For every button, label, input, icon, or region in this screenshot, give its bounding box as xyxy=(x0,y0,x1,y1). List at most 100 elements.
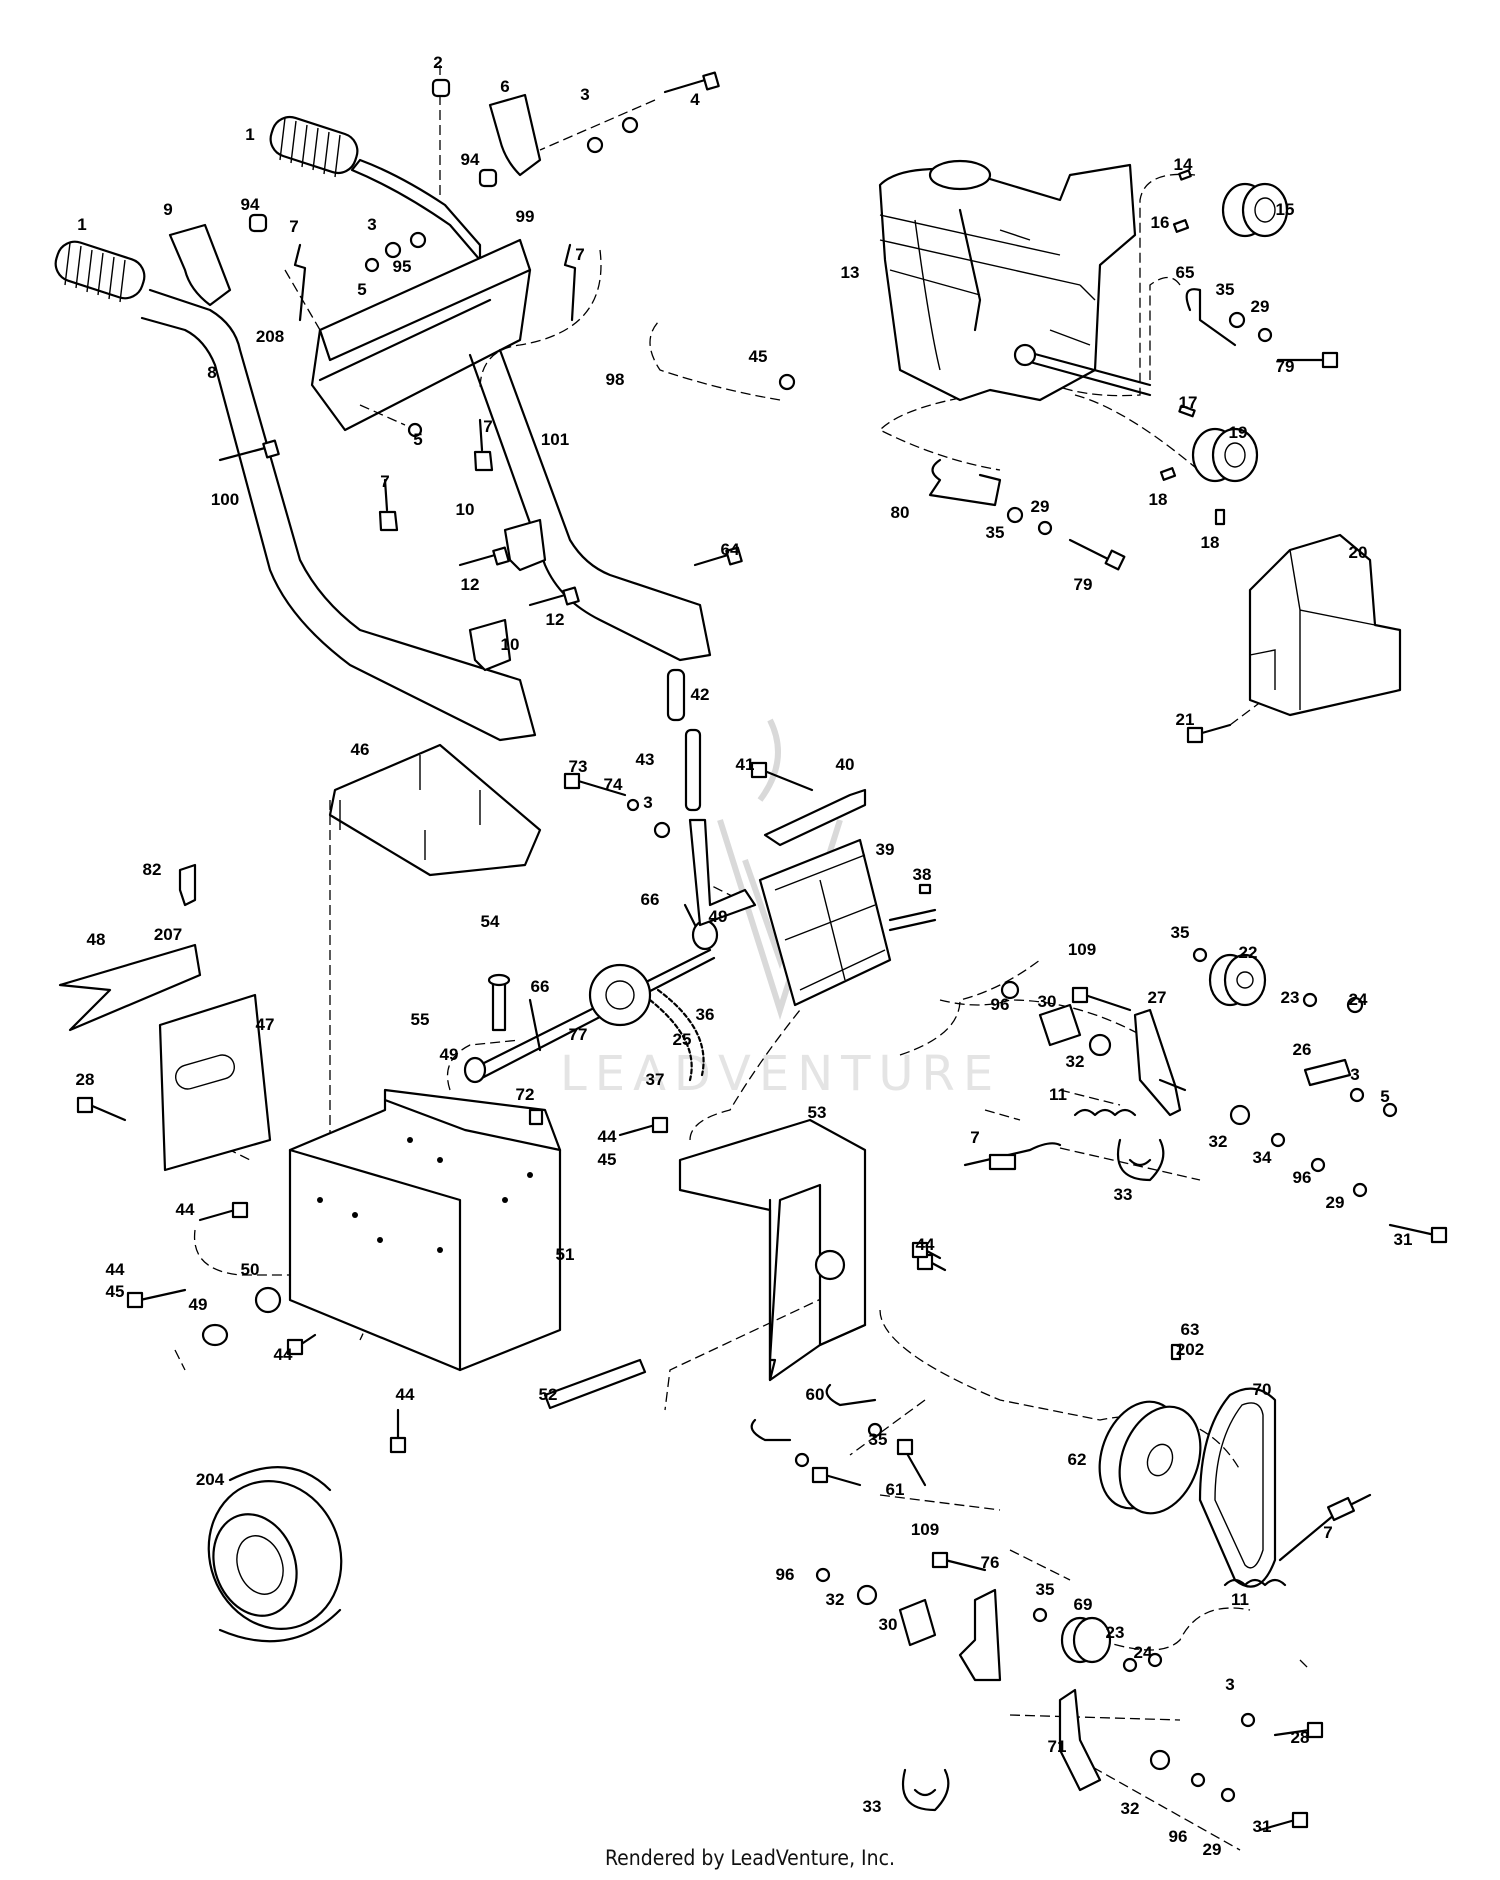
bolt-icon xyxy=(563,772,627,797)
callout-label: 77 xyxy=(569,1025,588,1044)
washer-icon xyxy=(1240,1712,1256,1728)
washer-icon xyxy=(1122,1657,1138,1673)
nut-icon xyxy=(364,257,380,273)
callout-label: 32 xyxy=(1209,1132,1228,1151)
callout-label: 44 xyxy=(916,1235,935,1254)
washer-icon xyxy=(463,1056,487,1084)
washer-icon xyxy=(1352,1182,1368,1198)
bolt-icon xyxy=(458,546,510,567)
callout-label: 94 xyxy=(241,195,260,214)
callout-label: 30 xyxy=(879,1615,898,1634)
bracket-icon xyxy=(763,788,867,847)
watermark: LEADVENTURE xyxy=(560,718,1001,1102)
bolt-icon xyxy=(126,1288,187,1309)
drive-pulley-assembly xyxy=(750,1343,1372,1832)
callout-label: 7 xyxy=(483,417,492,436)
washer-icon xyxy=(815,1567,831,1583)
key-icon xyxy=(1178,404,1196,418)
callout-label: 71 xyxy=(1048,1737,1067,1756)
callout-label: 31 xyxy=(1253,1817,1272,1836)
pulley-icon xyxy=(1098,1400,1202,1515)
callout-label: 64 xyxy=(721,540,740,559)
callout-label: 38 xyxy=(913,865,932,884)
mount-bracket xyxy=(678,1118,867,1382)
nut-icon xyxy=(778,373,796,391)
bracket-icon xyxy=(1303,1058,1352,1087)
callout-label: 3 xyxy=(367,215,376,234)
callout-label: 3 xyxy=(1350,1065,1359,1084)
bolt-icon xyxy=(1258,1811,1309,1832)
callout-label: 70 xyxy=(1253,1380,1272,1399)
callout-label: 69 xyxy=(1074,1595,1093,1614)
callout-label: 15 xyxy=(1276,200,1295,219)
spring-icon xyxy=(1116,1138,1165,1182)
callout-label: 76 xyxy=(981,1553,1000,1572)
callout-label: 5 xyxy=(413,430,422,449)
setscrew-icon xyxy=(1214,508,1226,526)
bolt-icon xyxy=(1273,1721,1324,1739)
callout-label: 66 xyxy=(531,977,550,996)
bolt-icon xyxy=(76,1096,127,1122)
callout-label: 45 xyxy=(106,1282,125,1301)
callout-label: 42 xyxy=(691,685,710,704)
callout-label: 24 xyxy=(1134,1643,1153,1662)
callout-label: 22 xyxy=(1239,943,1258,962)
spacer-icon xyxy=(898,1598,937,1647)
washer-icon xyxy=(1257,327,1273,343)
top-plate xyxy=(328,743,542,877)
callout-label: 74 xyxy=(604,775,623,794)
washer-icon xyxy=(1032,1607,1048,1623)
shift-lever xyxy=(688,818,757,927)
callout-label: 96 xyxy=(776,1565,795,1584)
callout-label: 36 xyxy=(696,1005,715,1024)
bracket-icon xyxy=(503,518,547,572)
callout-label: 45 xyxy=(749,347,768,366)
bolt-icon xyxy=(693,546,743,567)
callout-label: 94 xyxy=(461,150,480,169)
nut-icon xyxy=(407,422,423,438)
lever-icon xyxy=(488,93,542,177)
washer-icon xyxy=(1190,1772,1206,1788)
washer-icon xyxy=(1302,992,1318,1008)
wheel-icon xyxy=(207,1466,343,1643)
nut-icon xyxy=(1147,1652,1163,1668)
callout-label: 2 xyxy=(433,53,442,72)
callout-label: 46 xyxy=(351,740,370,759)
callout-label: 4 xyxy=(690,90,700,109)
bolt-icon xyxy=(528,586,580,607)
callout-label: 53 xyxy=(808,1103,827,1122)
callout-label: 95 xyxy=(393,257,412,276)
callout-label: 9 xyxy=(163,200,172,219)
washer-icon xyxy=(1037,520,1053,536)
callout-label: 41 xyxy=(736,755,755,774)
washer-icon xyxy=(1000,980,1020,1000)
callout-label: 82 xyxy=(143,860,162,879)
gearbox-icon xyxy=(758,838,892,1007)
callout-label: 54 xyxy=(481,912,500,931)
callout-label: 109 xyxy=(911,1520,939,1539)
callout-label: 33 xyxy=(1114,1185,1133,1204)
callout-label: 29 xyxy=(1251,297,1270,316)
callout-label: 16 xyxy=(1151,213,1170,232)
bolt-icon xyxy=(1186,723,1232,744)
left-handle-tube xyxy=(140,288,537,742)
sprocket-icon xyxy=(588,963,652,1027)
callout-label: 52 xyxy=(539,1385,558,1404)
callout-label: 44 xyxy=(274,1345,293,1364)
washer-icon xyxy=(626,798,640,812)
spring-icon xyxy=(1223,1578,1287,1587)
callout-label: 44 xyxy=(176,1200,195,1219)
callout-label: 109 xyxy=(1068,940,1096,959)
callout-label: 19 xyxy=(1229,423,1248,442)
bolt-icon xyxy=(896,1438,927,1487)
callout-label: 48 xyxy=(87,930,106,949)
callout-label: 33 xyxy=(863,1797,882,1816)
callout-label: 40 xyxy=(836,755,855,774)
bolt-icon xyxy=(750,761,814,792)
idler-assembly xyxy=(911,947,1448,1260)
watermark-text: LEADVENTURE xyxy=(560,1046,1001,1102)
rod-icon xyxy=(1185,288,1237,347)
bolt-icon xyxy=(663,71,720,94)
idler-arm xyxy=(958,1588,1002,1682)
washer-icon xyxy=(586,136,604,154)
